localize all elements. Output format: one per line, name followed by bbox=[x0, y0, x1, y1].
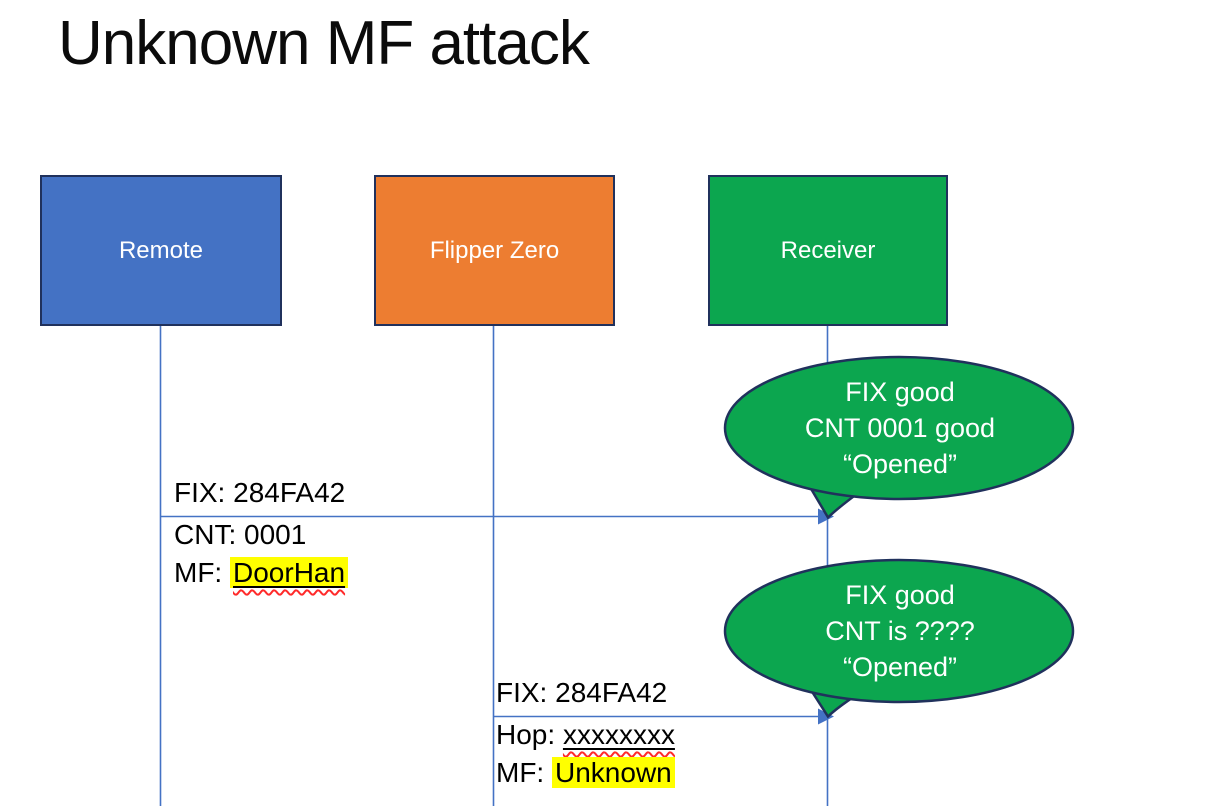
message-2-hop-label: Hop: xxxxxxxx bbox=[496, 719, 675, 751]
page-title: Unknown MF attack bbox=[58, 9, 590, 78]
message-2-hop-squiggle: xxxxxxxx bbox=[563, 719, 675, 750]
actor-box-flipper-zero: Flipper Zero bbox=[374, 175, 615, 326]
message-2-mf-label: MF: Unknown bbox=[496, 757, 675, 789]
speech-bubble-1-text: FIX good CNT 0001 good “Opened” bbox=[725, 374, 1075, 482]
message-1-cnt-label: CNT: 0001 bbox=[174, 519, 307, 550]
speech-bubble-1-ellipse bbox=[723, 355, 1075, 501]
message-1-mf-squiggle: DoorHan bbox=[230, 557, 349, 588]
actor-label-receiver: Receiver bbox=[780, 236, 876, 264]
speech-bubble-2-text: FIX good CNT is ???? “Opened” bbox=[725, 577, 1075, 685]
message-1-mf-label: MF: DoorHan bbox=[174, 557, 349, 589]
speech-bubble-1 bbox=[723, 355, 1075, 520]
speech-bubble-2 bbox=[723, 558, 1075, 719]
message-1-mf-prefix: MF: bbox=[174, 557, 230, 588]
actor-box-remote: Remote bbox=[40, 175, 282, 326]
bubble-1-line-3: “Opened” bbox=[842, 449, 958, 479]
bubble-2-line-1: FIX good bbox=[845, 580, 955, 610]
bubble-2-line-2: CNT is ???? bbox=[825, 616, 975, 646]
message-2-fix-label: FIX: 284FA42 bbox=[496, 677, 668, 708]
speech-bubble-2-ellipse bbox=[723, 558, 1075, 704]
message-2-mf-value-highlighted: Unknown bbox=[552, 757, 675, 788]
bubble-2-line-3: “Opened” bbox=[842, 652, 958, 682]
actor-label-remote: Remote bbox=[118, 236, 204, 264]
bubble-1-line-1: FIX good bbox=[845, 377, 955, 407]
actor-box-receiver: Receiver bbox=[708, 175, 948, 326]
message-2-hop-prefix: Hop: bbox=[496, 719, 563, 750]
message-2-mf-prefix: MF: bbox=[496, 757, 552, 788]
message-1-fix-label: FIX: 284FA42 bbox=[174, 477, 346, 508]
message-2-hop-value-underlined: xxxxxxxx bbox=[562, 719, 675, 750]
actor-label-flipper-zero: Flipper Zero bbox=[429, 236, 560, 264]
message-1-mf-value-highlighted: DoorHan bbox=[230, 557, 349, 588]
bubble-1-line-2: CNT 0001 good bbox=[804, 413, 996, 443]
message-arrow-2-head bbox=[818, 708, 834, 725]
